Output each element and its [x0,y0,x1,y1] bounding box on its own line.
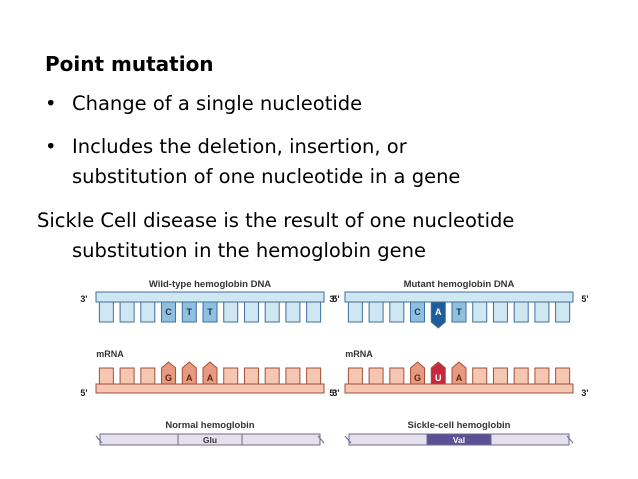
dna-title: Mutant hemoglobin DNA [404,279,515,290]
strand-end-label: 3' [329,294,336,304]
dna-nucleotide [223,301,239,323]
protein-title: Sickle-cell hemoglobin [408,420,511,431]
body-paragraph: Sickle Cell disease is the result of one… [37,206,514,266]
strand-end-label: 5' [329,388,336,398]
strand-end-label: 5' [581,294,588,304]
mrna-nucleotide [243,367,259,385]
mrna-base-label: A [207,373,214,383]
dna-base-label: T [187,307,193,317]
mrna-label: mRNA [345,349,373,359]
dna-nucleotide [555,301,571,323]
bullet-item: • Change of a single nucleotide [45,89,362,119]
mrna-backbone [95,383,325,394]
mrna-nucleotide [513,367,529,385]
amino-acid-segment [426,433,492,446]
dna-nucleotide [243,301,259,323]
dna-nucleotide [513,301,529,323]
amino-acid-label: Val [453,435,465,445]
dna-nucleotide [451,301,467,323]
mrna-nucleotide [347,367,363,385]
bullet-text-continued: substitution of one nucleotide in a gene [72,165,461,188]
mrna-nucleotide [264,367,280,385]
mrna-nucleotide [285,367,301,385]
protein-title: Normal hemoglobin [165,420,254,431]
dna-nucleotide [119,301,135,323]
dna-base-label: T [456,307,462,317]
mrna-nucleotide [368,367,384,385]
dna-base-label: C [414,307,421,317]
dna-nucleotide [98,301,114,323]
mrna-nucleotide [98,367,114,385]
dna-nucleotide [140,301,156,323]
chain-break-mark [317,435,325,444]
dna-nucleotide [430,301,446,329]
mrna-backbone [344,383,574,394]
dna-title: Wild-type hemoglobin DNA [149,279,271,290]
bullet-text: Change of a single nucleotide [72,92,363,115]
dna-nucleotide [306,301,322,323]
paragraph-line: Sickle Cell disease is the result of one… [37,209,515,232]
mrna-base-label: A [456,373,463,383]
dna-nucleotide [410,301,426,323]
bullet-text: Includes the deletion, insertion, or [72,135,407,158]
dna-base-label: C [165,307,172,317]
amino-acid-label: Glu [203,435,217,445]
mrna-base-label: A [186,373,193,383]
mrna-nucleotide [140,367,156,385]
amino-acid-segment [177,433,243,446]
mrna-nucleotide [534,367,550,385]
mrna-nucleotide [472,367,488,385]
dna-nucleotide [472,301,488,323]
dna-base-label: T [207,307,213,317]
mrna-base-label: G [165,373,172,383]
dna-nucleotide [368,301,384,323]
mrna-nucleotide [492,367,508,385]
slide-text: Point mutation • Change of a single nucle… [37,52,514,266]
bullet-symbol: • [45,92,57,115]
chain-break-mark [95,435,103,444]
strand-end-label: 5' [80,388,87,398]
dna-nucleotide [202,301,218,323]
mrna-nucleotide [223,367,239,385]
mrna-base-label: U [435,373,442,383]
dna-nucleotide [534,301,550,323]
mrna-nucleotide [389,367,405,385]
dna-nucleotide [389,301,405,323]
bullet-item: • Includes the deletion, insertion, or su… [45,132,460,192]
dna-nucleotide [264,301,280,323]
slide-heading: Point mutation [45,52,214,76]
chain-break-mark [344,435,352,444]
dna-nucleotide [161,301,177,323]
strand-end-label: 5' [332,294,339,304]
dna-nucleotide [347,301,363,323]
strand-end-label: 3' [332,388,339,398]
dna-nucleotide [181,301,197,323]
mrna-nucleotide [555,367,571,385]
mrna-nucleotide [306,367,322,385]
strand-end-label: 3' [581,388,588,398]
paragraph-line: substitution in the hemoglobin gene [72,239,426,262]
dna-base-label: A [435,307,442,317]
mrna-base-label: G [414,373,421,383]
dna-nucleotide [285,301,301,323]
dna-backbone [95,291,325,303]
chain-break-mark [566,435,574,444]
dna-nucleotide [492,301,508,323]
mrna-nucleotide [119,367,135,385]
bullet-symbol: • [45,135,57,158]
mrna-label: mRNA [96,349,124,359]
dna-backbone [344,291,574,303]
strand-end-label: 3' [80,294,87,304]
